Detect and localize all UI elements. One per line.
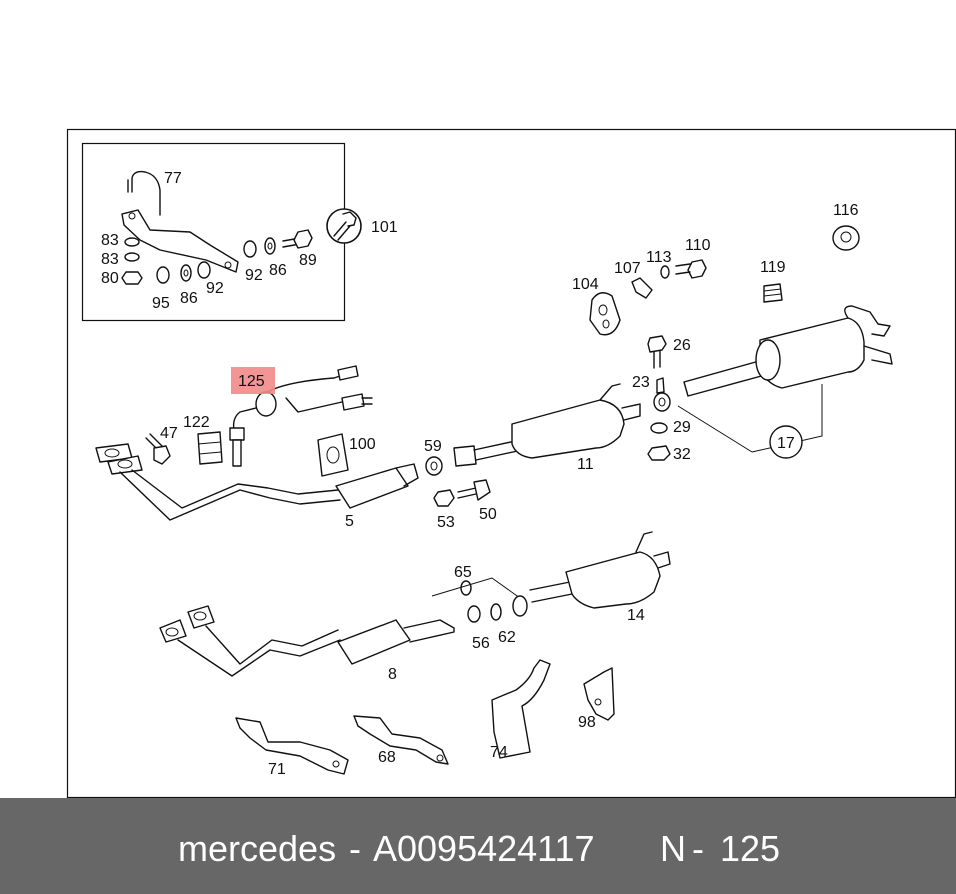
bracket-71 (235, 717, 349, 775)
exhaust-system-8 (159, 605, 455, 677)
callout-23: 23 (632, 374, 650, 391)
callout-68: 68 (378, 749, 396, 766)
bracket-68 (353, 715, 449, 765)
clip-107 (631, 277, 653, 299)
brand-label: mercedes (178, 828, 337, 869)
callout-14: 14 (627, 607, 645, 624)
callout-125: 125 (238, 373, 265, 390)
washer-29-nut-32 (647, 422, 671, 461)
callout-83b: 83 (101, 251, 119, 268)
rubber-119 (763, 283, 783, 303)
callout-5: 5 (345, 513, 354, 530)
bracket-74 (491, 659, 551, 759)
callout-104: 104 (572, 276, 599, 293)
callout-100: 100 (349, 436, 376, 453)
inset-bracket-77 (121, 170, 239, 273)
part-number-footer: mercedes - A0095424117 N - 125 (0, 798, 956, 894)
bolt-26 (647, 335, 667, 369)
wrench-icon (326, 208, 362, 244)
callout-8: 8 (388, 666, 397, 683)
n-value: 125 (720, 828, 781, 869)
callout-95: 95 (152, 295, 170, 312)
bracket-98 (583, 667, 615, 721)
callout-74: 74 (490, 744, 508, 761)
callout-11: 11 (577, 456, 594, 473)
brand-separator: - (349, 828, 361, 869)
callout-80: 80 (101, 270, 119, 287)
rear-muffler-14 (512, 531, 671, 617)
callout-26: 26 (673, 337, 691, 354)
callout-59: 59 (424, 438, 442, 455)
callout-83a: 83 (101, 232, 119, 249)
callout-86b: 86 (269, 262, 287, 279)
clamps-65-56-62 (431, 577, 521, 623)
rubber-122 (197, 431, 223, 465)
callout-53: 53 (437, 514, 455, 531)
n-label: N (660, 828, 686, 869)
callout-86a: 86 (180, 290, 198, 307)
callout-92a: 92 (206, 280, 224, 297)
callout-32: 32 (673, 446, 691, 463)
hanger-100 (317, 433, 349, 477)
rear-muffler-17 (677, 305, 893, 453)
callout-107: 107 (614, 260, 641, 277)
center-muffler-11 (453, 383, 641, 467)
exhaust-parts-diagram: 77 101 83 83 80 95 86 92 92 86 89 116 10… (66, 128, 956, 798)
callout-29: 29 (673, 419, 691, 436)
callout-47: 47 (160, 425, 178, 442)
inset-nuts-row (156, 229, 313, 284)
callout-65: 65 (454, 564, 472, 581)
callout-125-highlight (231, 367, 275, 394)
callout-77: 77 (164, 170, 182, 187)
clamp-23 (653, 377, 671, 412)
callout-98: 98 (578, 714, 596, 731)
hanger-104 (589, 292, 621, 336)
callout-71: 71 (268, 761, 286, 778)
callout-62: 62 (498, 629, 516, 646)
callout-92b: 92 (245, 267, 263, 284)
callout-110: 110 (685, 237, 711, 254)
callout-122: 122 (183, 414, 210, 431)
bolt-110 (660, 259, 707, 279)
callout-17: 17 (777, 435, 795, 452)
nut-59-53-bolt-50 (425, 456, 491, 507)
callout-101: 101 (371, 219, 398, 236)
callout-119: 119 (760, 259, 786, 276)
inset-washers-83 (121, 237, 143, 285)
callout-116: 116 (833, 202, 859, 219)
callout-56: 56 (472, 635, 490, 652)
front-pipe-5 (95, 443, 419, 521)
callout-50: 50 (479, 506, 497, 523)
bolt-47 (145, 433, 171, 465)
oxygen-sensor-125 (229, 365, 373, 467)
callout-113: 113 (646, 249, 672, 266)
part-number: A0095424117 (373, 828, 595, 869)
n-separator: - (692, 828, 704, 869)
callout-17-circle (769, 425, 803, 459)
callout-89: 89 (299, 252, 317, 269)
mount-116 (832, 225, 860, 251)
